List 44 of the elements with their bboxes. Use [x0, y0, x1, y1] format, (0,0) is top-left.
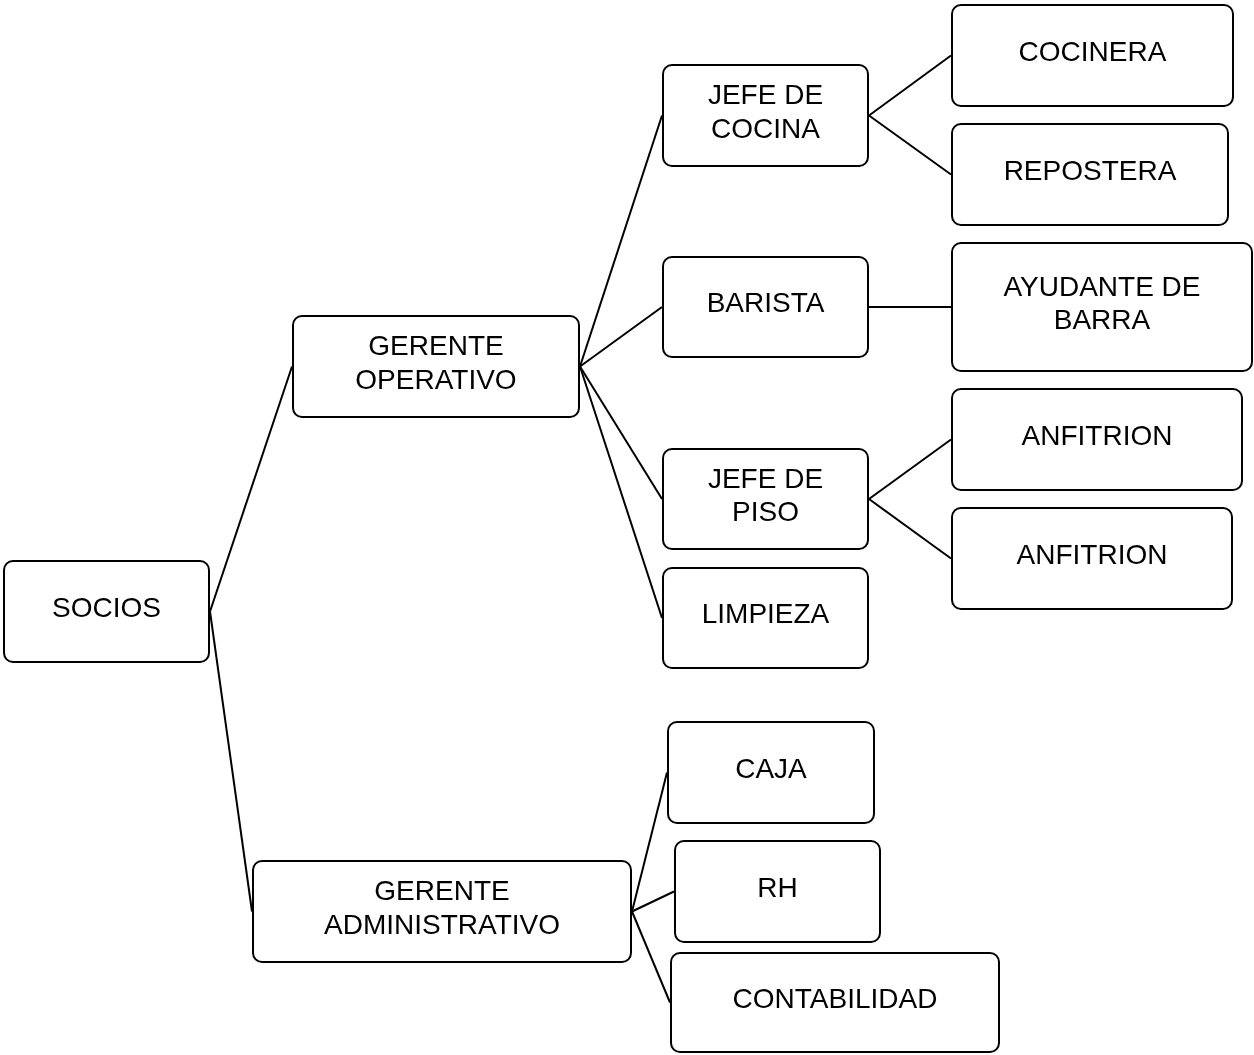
role-label: JEFE DE PISO [706, 461, 825, 529]
role-label: BARISTA [706, 286, 825, 320]
org-box [951, 242, 1253, 372]
org-box [667, 721, 875, 824]
connector-line [631, 910, 671, 1004]
role-label: CONTABILIDAD [732, 982, 938, 1015]
role-label: GERENTE ADMINISTRATIVO [323, 874, 561, 941]
role-label: LIMPIEZA [701, 597, 830, 631]
role-label: GERENTE OPERATIVO [354, 329, 518, 396]
connector-line [631, 890, 675, 913]
connector-line [631, 771, 668, 913]
connector-line [868, 114, 952, 176]
org-box [292, 315, 580, 418]
connector-line [868, 438, 952, 500]
connector-line [209, 610, 253, 913]
org-box [951, 123, 1229, 226]
role-label: SOCIOS [52, 591, 161, 624]
role-label: ANFITRION [1021, 419, 1173, 452]
connector-line [579, 365, 663, 500]
role-label: JEFE DE COCINA [706, 78, 825, 145]
connector-line [868, 306, 952, 308]
org-box [662, 567, 869, 669]
org-box [674, 840, 881, 943]
org-box [662, 448, 869, 550]
role-label: COCINERA [1018, 35, 1167, 68]
org-box [662, 256, 869, 358]
org-box [670, 952, 1000, 1053]
org-box [662, 64, 869, 167]
connector-line [868, 498, 952, 560]
connector-line [209, 365, 293, 613]
org-box [252, 860, 632, 963]
role-label: ANFITRION [1016, 538, 1168, 571]
role-label: REPOSTERA [1003, 154, 1177, 187]
connector-line [579, 365, 663, 619]
role-label: RH [757, 871, 798, 904]
connector-line [579, 114, 663, 368]
connector-line [868, 54, 952, 117]
org-box [3, 560, 210, 663]
org-box [951, 507, 1233, 610]
role-label: CAJA [735, 752, 807, 785]
org-box [951, 4, 1234, 107]
role-label: AYUDANTE DE BARRA [1002, 269, 1202, 337]
connector-line [579, 306, 663, 368]
org-box [951, 388, 1243, 491]
